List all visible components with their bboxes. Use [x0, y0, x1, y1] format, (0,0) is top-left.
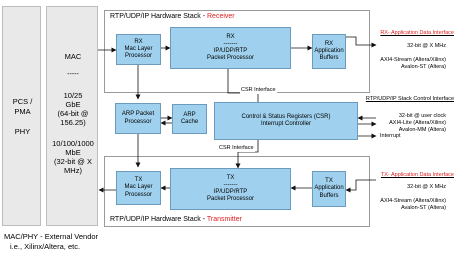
arp-packet-processor: ARP Packet Processor [115, 103, 161, 134]
rx-ip-line1: RX [226, 33, 235, 40]
rx-mac-line2: Mac Layer [124, 45, 153, 52]
tx-interface-line3: AXI4-Stream (Altera/Xilinx) [380, 198, 446, 204]
phy-label-3: PHY [14, 127, 31, 136]
arp-line2: Processor [124, 118, 152, 125]
rx-interface-title-text: RX- Application Data Interface [380, 30, 454, 36]
mac-gbe-4: 156.25) [60, 118, 86, 127]
rx-buf-line3: Buffers [319, 55, 339, 62]
tx-interface-line4: Avalon-ST (Altera) [400, 205, 446, 211]
mac-mbe-2: MbE [65, 148, 81, 157]
wire-txif-to-txbuf [345, 179, 376, 193]
receiver-title-red: Receiver [207, 13, 235, 20]
mac-title: MAC [64, 52, 82, 61]
transmitter-title-text: RTP/UDP/IP Hardware Stack - [110, 216, 207, 223]
arp-cache-line1: ARP [183, 111, 196, 118]
interrupt-label: Interrupt [380, 133, 401, 139]
tx-ip-line1: TX [226, 174, 235, 181]
rx-interface-line4: Avalon-ST (Altera) [400, 64, 446, 70]
transmitter-frame [104, 156, 370, 227]
tx-ip-line3: IP/UDP/RTP [213, 189, 248, 195]
wire-csr-to-txip [235, 140, 259, 169]
tx-interface-line1: 32-bit @ X MHz [407, 184, 446, 190]
tx-ip-line4: Packet Processor [206, 196, 255, 203]
csr-interface-label-bottom: CSR Interface [218, 145, 255, 152]
rx-ip-line4: Packet Processor [206, 55, 255, 62]
tx-buf-line2: Application [314, 185, 344, 192]
footer-line-2: i.e., Xilinx/Altera, etc. [10, 242, 81, 251]
tx-buf-line1: TX [325, 178, 333, 185]
tx-packet-processor: TX ------- IP/UDP/RTP Packet Processor [170, 168, 291, 210]
mac-gbe-1: 10/25 [63, 91, 83, 100]
rx-mac-processor: RX Mac Layer Processor [116, 34, 161, 65]
csr-interface-label-top: CSR Interface [240, 87, 277, 94]
ctrl-interface-line3: Avalon-MM (Altera) [398, 127, 446, 133]
mac-mbe-1: 10/100/1000 [52, 139, 94, 148]
tx-ip-line2: ------- [223, 181, 238, 188]
phy-panel: PCS / PMA PHY [2, 6, 41, 226]
mac-gbe-3: (64-bit @ [57, 109, 89, 118]
ctrl-interface-line2: AXI4-Lite (Altera/Xilinx) [389, 120, 446, 126]
receiver-frame [104, 10, 370, 93]
receiver-title-text: RTP/UDP/IP Hardware Stack - [110, 13, 207, 20]
transmitter-title-red: Transmitter [206, 216, 243, 223]
phy-label-2: PMA [14, 107, 31, 116]
tx-mac-line2: Mac Layer [124, 184, 153, 191]
csr-line1: Control & Status Registers (CSR) [241, 113, 331, 120]
rx-mac-line3: Processor [124, 53, 152, 60]
mac-mbe-4: MHz) [64, 166, 82, 175]
csr-interrupt-controller: Control & Status Registers (CSR) Interru… [214, 102, 358, 140]
tx-buf-line3: Buffers [319, 192, 339, 199]
footer-line-1: MAC/PHY - External Vendor [4, 232, 99, 241]
ctrl-interface-title: RTP/UDP/IP Stack Control Interface [365, 96, 454, 102]
rx-ip-line3: IP/UDP/RTP [213, 48, 248, 54]
wire-rxbuf-to-rxif [346, 36, 377, 48]
mac-dash: ----- [67, 71, 79, 78]
tx-mac-line1: TX [134, 177, 143, 184]
arp-cache-line2: Cache [180, 119, 199, 125]
rx-buf-line2: Application [314, 47, 344, 54]
tx-interface-title: TX- Application Data Interface [381, 172, 454, 179]
transmitter-title: RTP/UDP/IP Hardware Stack - Transmitter [110, 216, 242, 223]
mac-panel: MAC ----- 10/25 GbE (64-bit @ 156.25) 10… [46, 6, 98, 226]
rx-packet-processor: RX ------- IP/UDP/RTP Packet Processor [170, 27, 291, 69]
rx-interface-title: RX- Application Data Interface [380, 30, 454, 37]
rx-interface-line3: AXI4-Stream (Altera/Xilinx) [380, 57, 446, 63]
tx-mac-processor: TX Mac Layer Processor [116, 171, 161, 205]
phy-label-1: PCS / [12, 97, 33, 106]
rx-application-buffers: RX Application Buffers [312, 34, 346, 69]
receiver-title: RTP/UDP/IP Hardware Stack - Receiver [110, 13, 235, 20]
rx-mac-line1: RX [134, 38, 143, 45]
tx-application-buffers: TX Application Buffers [312, 171, 346, 207]
mac-mbe-3: (32-bit @ X [53, 157, 93, 166]
csr-line2: Interrupt Controller [260, 121, 312, 127]
rx-buf-line1: RX [324, 40, 334, 47]
ctrl-interface-line1: 32-bit @ user clock [398, 113, 446, 119]
arp-line1: ARP Packet [121, 111, 155, 118]
rx-interface-line1: 32-bit @ X MHz [407, 43, 446, 49]
tx-mac-line3: Processor [124, 191, 152, 198]
rx-ip-line2: ------- [223, 40, 238, 47]
tx-interface-title-text: TX- Application Data Interface [380, 172, 454, 178]
arp-cache: ARP Cache [172, 104, 207, 134]
mac-gbe-2: GbE [65, 100, 81, 109]
